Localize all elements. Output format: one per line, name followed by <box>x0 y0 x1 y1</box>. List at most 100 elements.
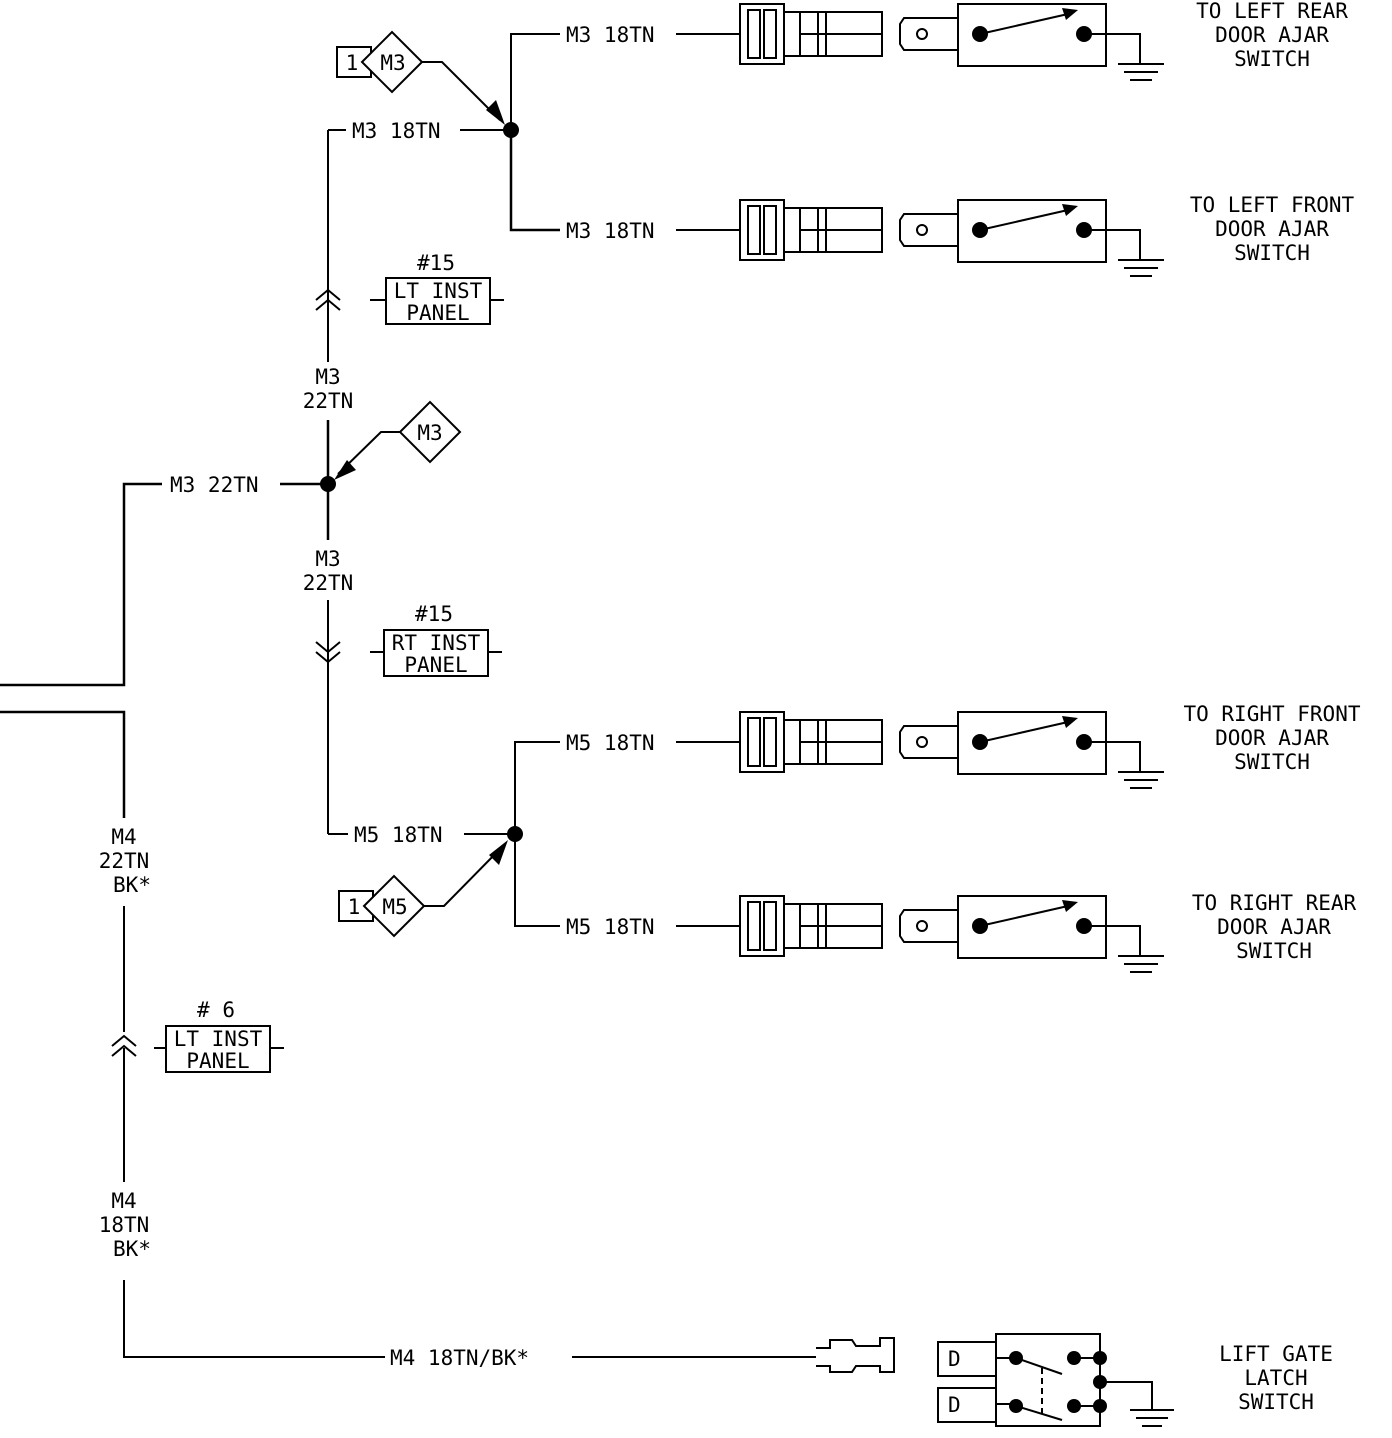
dest-line: LIFT GATE <box>1219 1342 1333 1366</box>
connector-cavity <box>747 205 761 255</box>
connector-cavity <box>763 9 777 59</box>
ground-lead <box>1084 33 1141 64</box>
connector-label-line1: RT INST <box>392 631 481 655</box>
dest-line: LATCH <box>1244 1366 1307 1390</box>
splice-tag-name: M3 <box>417 421 442 445</box>
dest-left-rear: TO LEFT REAR DOOR AJAR SWITCH <box>1196 0 1348 71</box>
dest-right-front: TO RIGHT FRONT DOOR AJAR SWITCH <box>1183 702 1360 774</box>
connector-cavity <box>747 9 761 59</box>
wire-label: 22TN <box>303 389 354 413</box>
wire-label: M5 18TN <box>354 823 443 847</box>
m4-chevrons <box>111 1034 137 1057</box>
connector-housing <box>739 711 785 773</box>
dest-line: TO RIGHT REAR <box>1192 891 1357 915</box>
connector-housing <box>739 895 785 957</box>
terminal-label: D <box>948 1393 961 1417</box>
wire-label: M4 <box>111 1189 136 1213</box>
wire-label: M4 <box>111 825 136 849</box>
switch-tab <box>899 17 959 51</box>
connector-housing <box>739 199 785 261</box>
dest-line: SWITCH <box>1234 241 1310 265</box>
connector-cavity <box>763 717 777 767</box>
connector-cavity <box>763 901 777 951</box>
connector-15-rt-inst-panel: #15 RT INST PANEL <box>370 602 502 677</box>
switch-arm-head <box>1062 900 1078 912</box>
wire-label: BK* <box>113 1237 151 1261</box>
connector-cavity <box>747 901 761 951</box>
wire-label: M3 22TN <box>170 473 259 497</box>
dest-line: SWITCH <box>1234 750 1310 774</box>
switch-arm <box>979 13 1069 35</box>
wire-label: M4 18TN/BK* <box>390 1346 529 1370</box>
dest-line: TO LEFT REAR <box>1196 0 1348 23</box>
wire-label: M3 18TN <box>566 23 655 47</box>
connector-label-line1: LT INST <box>394 279 483 303</box>
left-feed-wires <box>0 482 385 1358</box>
dest-line: SWITCH <box>1236 939 1312 963</box>
wire-label: M3 18TN <box>566 219 655 243</box>
wire-label: M3 <box>315 365 340 389</box>
dest-line: SWITCH <box>1234 47 1310 71</box>
door-ajar-switches <box>676 3 1164 973</box>
dest-line: DOOR AJAR <box>1215 726 1329 750</box>
dest-line: SWITCH <box>1238 1390 1314 1414</box>
switch-arm-head <box>1062 204 1078 216</box>
wire-label: BK* <box>113 873 151 897</box>
connector-number: #15 <box>415 602 453 626</box>
switch-tab-hole <box>916 28 928 40</box>
dest-lift-gate: LIFT GATE LATCH SWITCH <box>1219 1342 1333 1414</box>
switch-tab <box>899 909 959 943</box>
splice-tag-number: 1 <box>348 895 361 919</box>
switch-arm-head <box>1062 8 1078 20</box>
connector-6-lt-inst-panel: # 6 LT INST PANEL <box>154 998 284 1073</box>
splice-tag-name: M5 <box>382 895 407 919</box>
wire-label: M5 18TN <box>566 915 655 939</box>
switch-arm <box>979 905 1069 927</box>
wire-label: 22TN <box>303 571 354 595</box>
switch-tab-hole <box>916 224 928 236</box>
wire-labels: M3 18TN M3 18TN M3 18TN M3 22TN M3 22TN … <box>99 23 655 1370</box>
m3-upper-trunk <box>315 129 511 362</box>
connector-label-line2: PANEL <box>186 1049 249 1073</box>
switch-tab-hole <box>916 920 928 932</box>
switch-tab <box>899 213 959 247</box>
connector-label-line2: PANEL <box>404 653 467 677</box>
connector-cavity <box>747 717 761 767</box>
wire-label: M3 <box>315 547 340 571</box>
switch-right-front <box>676 711 1164 789</box>
wire-label: M5 18TN <box>566 731 655 755</box>
m5-lower-splice <box>422 741 560 927</box>
terminal-label: D <box>948 1347 961 1371</box>
dest-left-front: TO LEFT FRONT DOOR AJAR SWITCH <box>1190 193 1355 265</box>
dest-line: TO RIGHT FRONT <box>1183 702 1360 726</box>
splice-tag-name: M3 <box>380 51 405 75</box>
wire-label: 18TN <box>99 1213 150 1237</box>
switch-arm <box>979 721 1069 743</box>
dest-right-rear: TO RIGHT REAR DOOR AJAR SWITCH <box>1192 891 1357 963</box>
connector-cavity <box>763 205 777 255</box>
dest-line: DOOR AJAR <box>1217 915 1331 939</box>
m3-junction <box>280 420 402 540</box>
switch-arm <box>979 209 1069 231</box>
connector-15-lt-inst-panel: #15 LT INST PANEL <box>370 251 504 325</box>
ground-lead <box>1084 741 1141 772</box>
ground-lead <box>1084 229 1141 260</box>
connector-number: # 6 <box>197 998 235 1022</box>
wire-label: 22TN <box>99 849 150 873</box>
m3-splice-dot <box>320 476 336 492</box>
switch-left-front <box>676 199 1164 277</box>
dest-line: DOOR AJAR <box>1215 23 1329 47</box>
connector-housing <box>739 3 785 65</box>
splice-tag-number: 1 <box>346 51 359 75</box>
destination-labels: TO LEFT REAR DOOR AJAR SWITCH TO LEFT FR… <box>1183 0 1360 1414</box>
switch-arm-head <box>1062 716 1078 728</box>
m3-upper-splice <box>420 33 560 232</box>
splice-tag-m3-top: 1 M3 <box>336 30 424 94</box>
connector-label-line1: LT INST <box>174 1027 263 1051</box>
switch-tab-hole <box>916 736 928 748</box>
ground-lead <box>1084 925 1141 956</box>
switch-tab <box>899 725 959 759</box>
switch-right-rear <box>676 895 1164 973</box>
lift-gate-latch-switch: D D <box>572 1333 1174 1427</box>
